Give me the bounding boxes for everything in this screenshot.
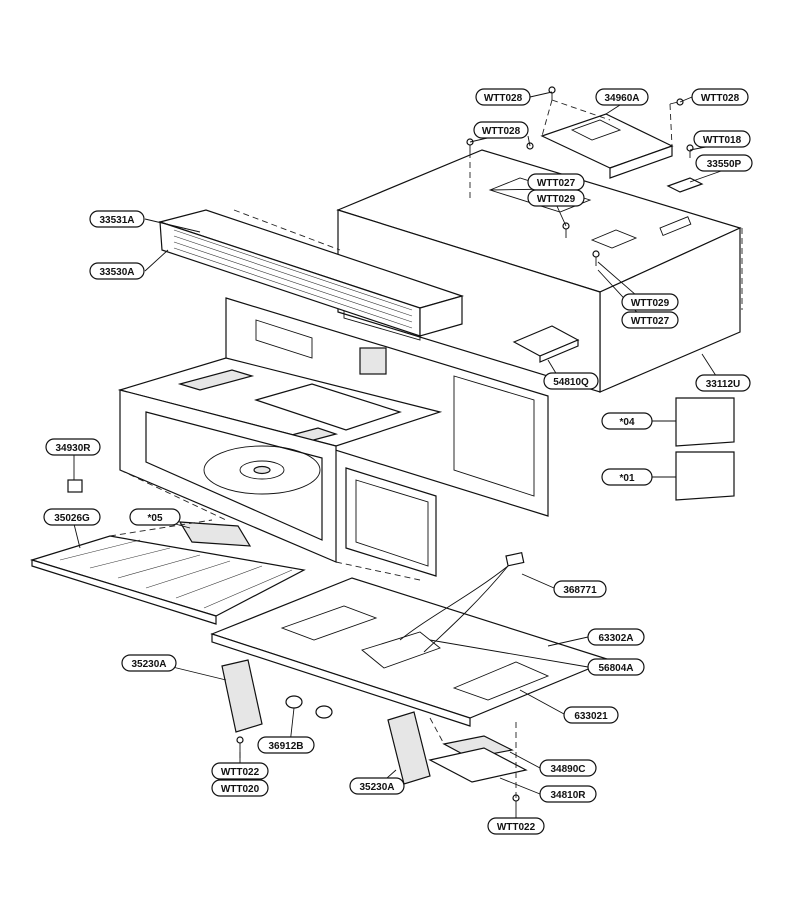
callout-wtt028-top: WTT028 [475,88,531,106]
spare-box-01 [675,451,735,501]
callout-633021: 633021 [563,706,619,724]
callout-text: 34960A [604,93,639,104]
inner-chassis [117,297,549,577]
top-mounting-plate [540,113,674,179]
callout-wtt028-mid: WTT028 [473,121,529,139]
callout-text: WTT022 [221,767,260,778]
callout-wtt018: WTT018 [693,130,751,148]
callout-33531a: 33531A [89,210,145,228]
callout-text: WTT018 [703,135,742,146]
callout-text: *01 [619,473,634,484]
callout-35230a-left: 35230A [121,654,177,672]
callout-text: 33550P [707,159,742,170]
callout-text: 33531A [99,215,134,226]
callout-34930r: 34930R [45,438,101,456]
callout-56804a: 56804A [587,658,645,676]
callout-text: 33112U [706,379,740,390]
callout-text: WTT027 [537,178,576,189]
lamp-bulbs [285,695,333,719]
callout-35026g: 35026G [43,508,101,526]
oven-rack [29,535,306,625]
base-plate [210,577,612,727]
callout-wtt020: WTT020 [211,779,269,797]
small-bracket [666,177,704,193]
callout-34960a: 34960A [595,88,649,106]
callout-text: 34890C [550,764,585,775]
callout-wtt022-bottom: WTT022 [487,817,545,835]
callout-wtt027-side: WTT027 [621,311,679,329]
callout-text: WTT028 [701,93,740,104]
spare-box-04 [675,397,735,447]
callout-text: *04 [619,417,634,428]
callout-text: 54810Q [553,377,589,388]
callout-wtt027-top: WTT027 [527,173,585,191]
grease-filter-left [221,659,263,733]
callout-text: 35230A [359,782,394,793]
callout-33530a: 33530A [89,262,145,280]
callout-star-04: *04 [601,412,653,430]
callout-star-01: *01 [601,468,653,486]
callout-63302a: 63302A [587,628,645,646]
callout-wtt028-right: WTT028 [691,88,749,106]
callout-text: 36912B [268,741,303,752]
callout-text: 368771 [563,585,597,596]
mounting-bracket [512,325,580,363]
callout-text: 35230A [131,659,166,670]
bottom-screws [236,736,520,810]
callout-34810r: 34810R [539,785,597,803]
grease-filter-right [387,711,431,785]
callout-text: 633021 [574,711,608,722]
callout-text: 63302A [598,633,633,644]
callout-wtt029-side: WTT029 [621,293,679,311]
callout-star-05: *05 [129,508,181,526]
callout-text: WTT029 [537,194,576,205]
callout-wtt022-left: WTT022 [211,762,269,780]
callout-54810q: 54810Q [543,372,599,390]
callout-text: 34930R [55,443,91,454]
callout-text: WTT027 [631,316,670,327]
vent-grille [157,209,465,337]
callout-text: 34810R [550,790,586,801]
callout-text: *05 [147,513,162,524]
callout-text: WTT028 [484,93,523,104]
lamp-cover [428,735,528,783]
assembly-guides [109,99,743,798]
wire-harness [399,551,525,653]
spare-pad-05 [178,521,252,547]
callout-35230a-right: 35230A [349,777,405,795]
callout-wtt029-top: WTT029 [527,189,585,207]
callout-text: WTT028 [482,126,521,137]
callout-33550p: 33550P [695,154,753,172]
callout-text: 56804A [598,663,633,674]
callout-text: 33530A [99,267,134,278]
callout-text: 35026G [54,513,90,524]
callout-text: WTT029 [631,298,670,309]
callout-text: WTT020 [221,784,260,795]
callout-36912b: 36912B [257,736,315,754]
callout-text: WTT022 [497,822,536,833]
latch-clip [67,479,83,493]
callout-33112u: 33112U [695,374,751,392]
callout-34890c: 34890C [539,759,597,777]
callout-368771: 368771 [553,580,607,598]
